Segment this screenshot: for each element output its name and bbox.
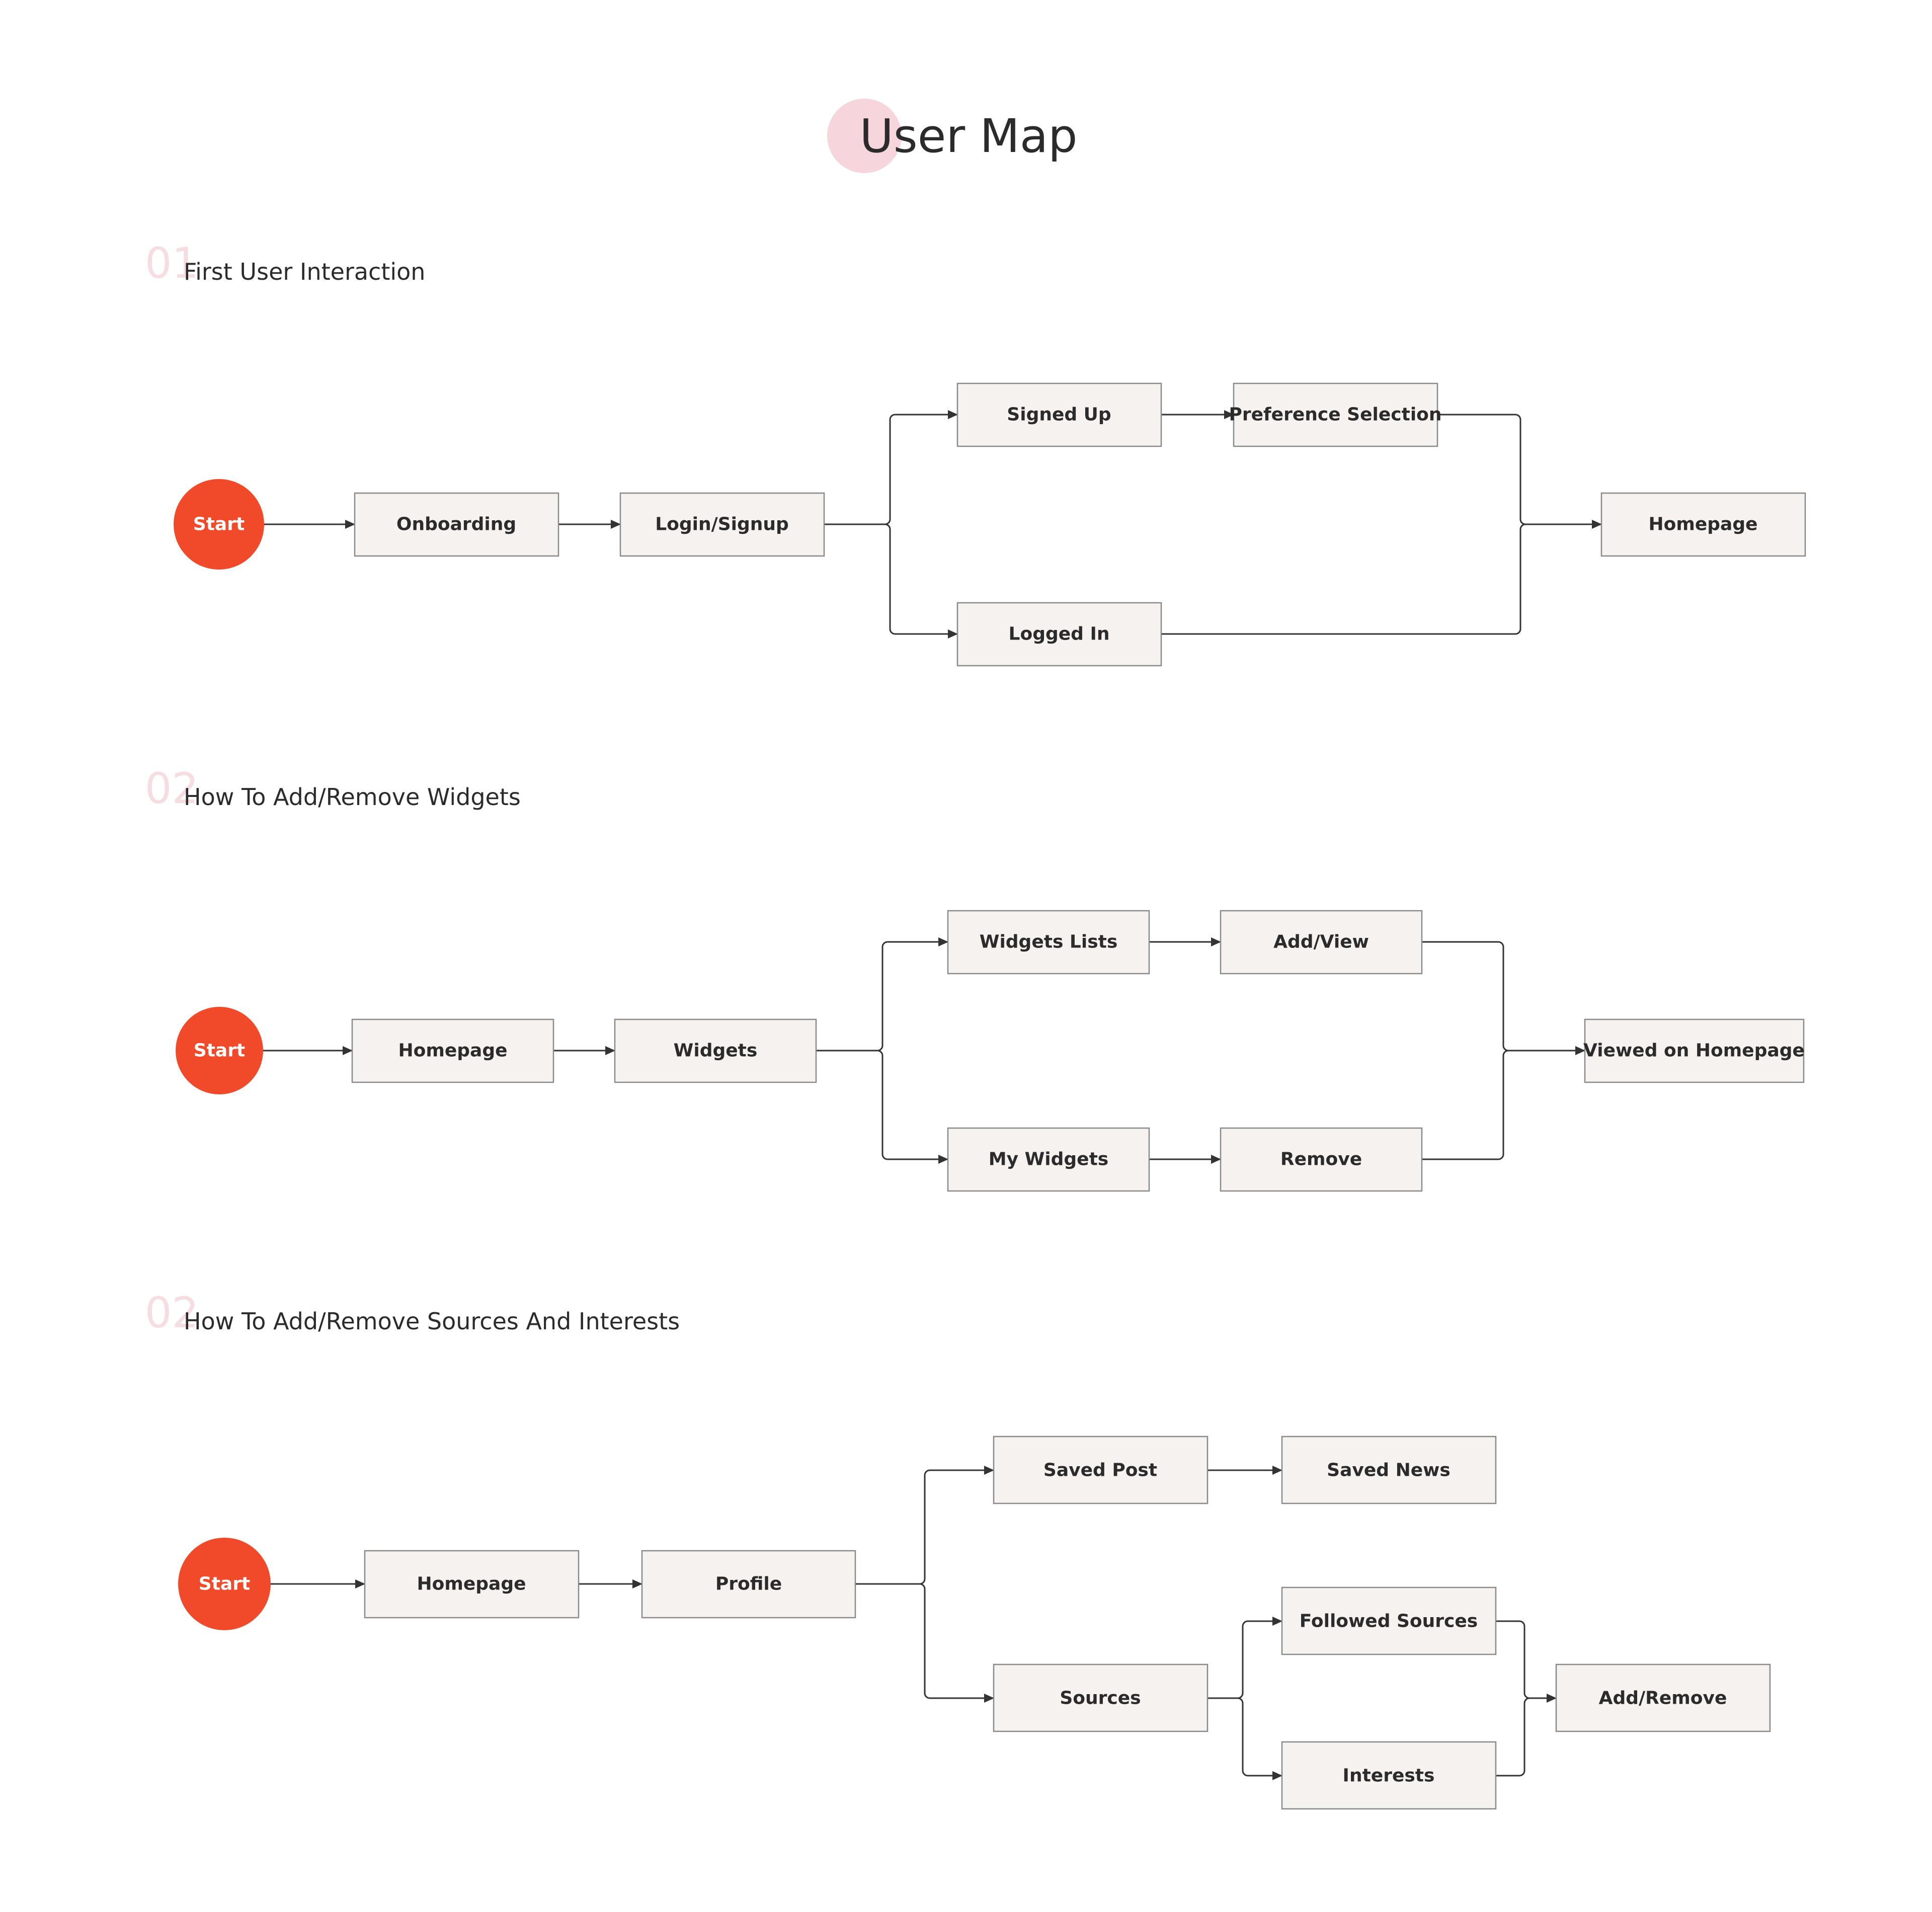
node-label: Homepage <box>398 1041 507 1061</box>
section-2-nodes: Start Homepage Widgets Widgets Lists Add… <box>176 910 1805 1192</box>
node-followed-sources[interactable]: Followed Sources <box>1281 1586 1497 1655</box>
section-title: How To Add/Remove Sources And Interests <box>184 1308 680 1335</box>
node-label: Saved Post <box>1043 1460 1157 1481</box>
start-node[interactable]: Start <box>174 479 264 570</box>
node-add-remove[interactable]: Add/Remove <box>1555 1663 1771 1732</box>
node-label: Widgets <box>674 1041 758 1061</box>
edge-sources-interests <box>1208 1697 1282 1780</box>
node-saved-news[interactable]: Saved News <box>1281 1436 1497 1504</box>
edge-widgets-mywidgets <box>816 1050 948 1164</box>
node-saved-post[interactable]: Saved Post <box>993 1436 1209 1504</box>
start-label: Start <box>194 1041 245 1061</box>
node-homepage[interactable]: Homepage <box>1600 492 1806 557</box>
edge-profile-savedpost <box>855 1466 994 1585</box>
node-login-signup[interactable]: Login/Signup <box>619 492 825 557</box>
node-viewed-on-homepage[interactable]: Viewed on Homepage <box>1583 1018 1805 1083</box>
section-number: 02 <box>145 1288 199 1337</box>
node-label: Interests <box>1343 1766 1435 1786</box>
node-label: Widgets Lists <box>980 932 1118 952</box>
section-title: First User Interaction <box>184 258 425 285</box>
section-1-edges <box>264 410 1602 639</box>
node-remove[interactable]: Remove <box>1220 1127 1423 1192</box>
node-preference-selection[interactable]: Preference Selection <box>1229 382 1442 447</box>
section-number: 02 <box>145 764 199 813</box>
node-label: Homepage <box>417 1574 526 1595</box>
start-label: Start <box>199 1574 250 1595</box>
section-2-heading: 02 How To Add/Remove Widgets <box>145 764 521 813</box>
section-3-nodes: Start Homepage Profile Saved Post Saved … <box>178 1436 1771 1810</box>
edge-remove-viewed <box>1422 1050 1540 1160</box>
node-label: Followed Sources <box>1300 1611 1478 1632</box>
node-signed-up[interactable]: Signed Up <box>956 382 1162 447</box>
node-label: Sources <box>1060 1688 1141 1709</box>
node-logged-in[interactable]: Logged In <box>956 602 1162 667</box>
node-label: Saved News <box>1327 1460 1451 1481</box>
node-profile[interactable]: Profile <box>641 1550 856 1619</box>
edge-sources-followed <box>1208 1617 1282 1699</box>
edge-widgets-lists <box>816 937 948 1052</box>
node-widgets[interactable]: Widgets <box>614 1018 817 1083</box>
node-label: Login/Signup <box>655 514 789 535</box>
node-sources[interactable]: Sources <box>993 1663 1209 1732</box>
node-interests[interactable]: Interests <box>1281 1741 1497 1810</box>
node-label: Homepage <box>1648 514 1757 535</box>
node-label: Preference Selection <box>1229 405 1441 425</box>
section-number: 01 <box>145 238 199 288</box>
edge-login-loggedin <box>824 523 958 639</box>
start-node[interactable]: Start <box>178 1538 271 1630</box>
section-1-nodes: Start Onboarding Login/Signup Signed Up … <box>174 382 1806 667</box>
edge-pref-home <box>1437 414 1602 529</box>
node-label: Profile <box>715 1574 782 1595</box>
node-homepage[interactable]: Homepage <box>351 1018 554 1083</box>
edge-interests-addremove <box>1496 1697 1540 1777</box>
node-widgets-lists[interactable]: Widgets Lists <box>947 910 1150 975</box>
edge-login-signedup <box>824 410 958 525</box>
section-3-heading: 02 How To Add/Remove Sources And Interes… <box>145 1288 680 1337</box>
node-label: Add/Remove <box>1599 1688 1727 1709</box>
section-title: How To Add/Remove Widgets <box>184 783 521 811</box>
node-onboarding[interactable]: Onboarding <box>354 492 559 557</box>
node-my-widgets[interactable]: My Widgets <box>947 1127 1150 1192</box>
page-title: User Map <box>859 109 1077 163</box>
node-label: Logged In <box>1009 624 1110 645</box>
node-label: Remove <box>1280 1149 1362 1170</box>
node-label: Viewed on Homepage <box>1583 1041 1805 1061</box>
title-accent-dot <box>827 99 902 173</box>
node-label: My Widgets <box>989 1149 1108 1170</box>
edge-loggedin-home <box>1161 523 1560 635</box>
start-label: Start <box>193 514 245 535</box>
node-label: Onboarding <box>396 514 516 535</box>
edge-followed-addremove <box>1496 1620 1557 1703</box>
node-add-view[interactable]: Add/View <box>1220 910 1423 975</box>
start-node[interactable]: Start <box>176 1007 263 1094</box>
section-3-edges <box>270 1466 1557 1780</box>
node-label: Signed Up <box>1007 405 1111 425</box>
edge-addview-viewed <box>1422 941 1585 1055</box>
edge-profile-sources <box>855 1583 994 1703</box>
node-label: Add/View <box>1273 932 1369 952</box>
section-2-edges <box>263 937 1585 1164</box>
node-homepage[interactable]: Homepage <box>364 1550 580 1619</box>
section-1-heading: 01 First User Interaction <box>145 238 425 288</box>
